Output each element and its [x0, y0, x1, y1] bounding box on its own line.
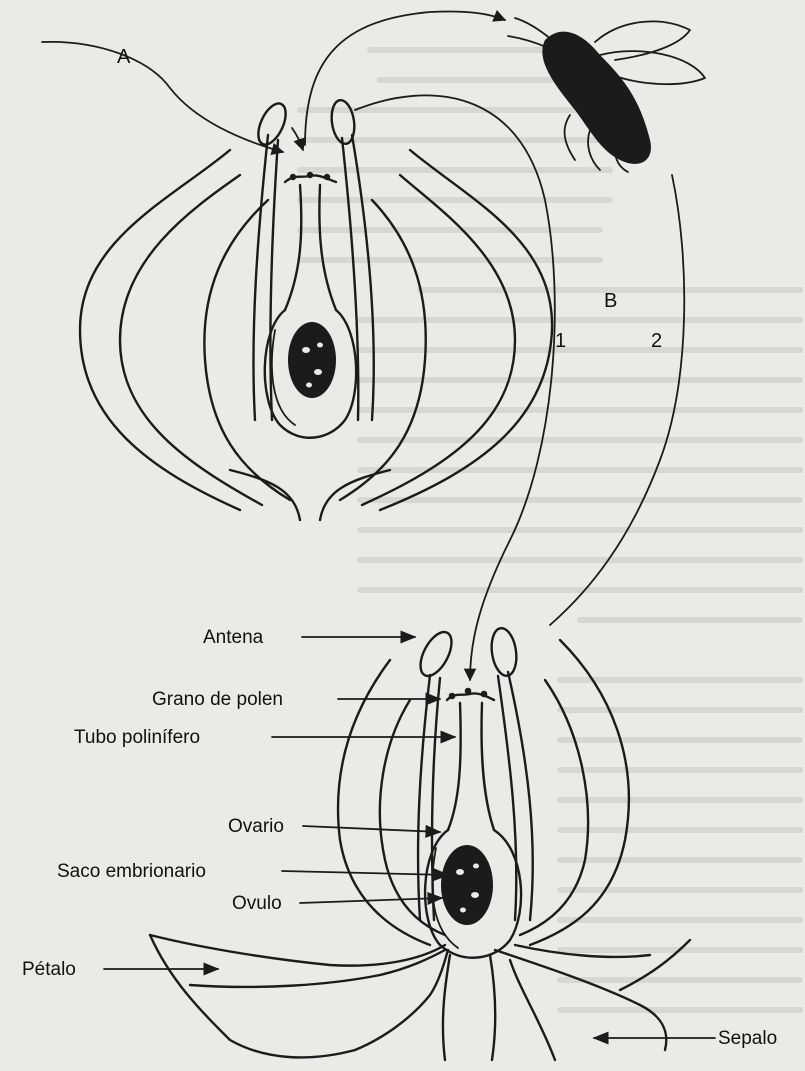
pointer-ovulo [300, 898, 442, 903]
flower-b-style [448, 703, 494, 830]
bee-icon [508, 18, 705, 172]
flower-a [80, 99, 552, 520]
label-antena: Antena [203, 627, 264, 648]
label-petalo: Pétalo [22, 959, 76, 980]
arrow-self-pollination [305, 11, 505, 145]
label-flower-b: B [604, 290, 617, 312]
flower-a-embryo-sac [288, 322, 336, 398]
arrow-path-2 [550, 175, 684, 625]
label-ovario: Ovario [228, 816, 284, 837]
flower-b-petal-lower [150, 935, 445, 966]
flower-a-style [285, 185, 336, 310]
label-flower-a: A [117, 46, 131, 68]
flower-b-embryo-sac [441, 845, 493, 925]
flower-b-anther-right [489, 627, 519, 678]
flower-a-petal-right [380, 150, 552, 510]
flower-a-anther-left [253, 99, 292, 148]
flower-b-anther-left [414, 627, 458, 681]
arrow-a [42, 42, 283, 152]
flower-a-petal-left [80, 150, 240, 510]
label-saco-embrionario: Saco embrionario [57, 861, 206, 882]
label-grano-de-polen: Grano de polen [152, 689, 283, 710]
label-tubo-polinifero: Tubo polinífero [74, 727, 200, 748]
label-path-2: 2 [651, 330, 662, 352]
label-sepalo: Sepalo [718, 1028, 777, 1049]
pointer-saco-embrionario [282, 871, 448, 875]
label-path-1: 1 [555, 330, 566, 352]
flower-b-sepal-right [495, 950, 666, 1050]
label-ovulo: Ovulo [232, 893, 282, 914]
